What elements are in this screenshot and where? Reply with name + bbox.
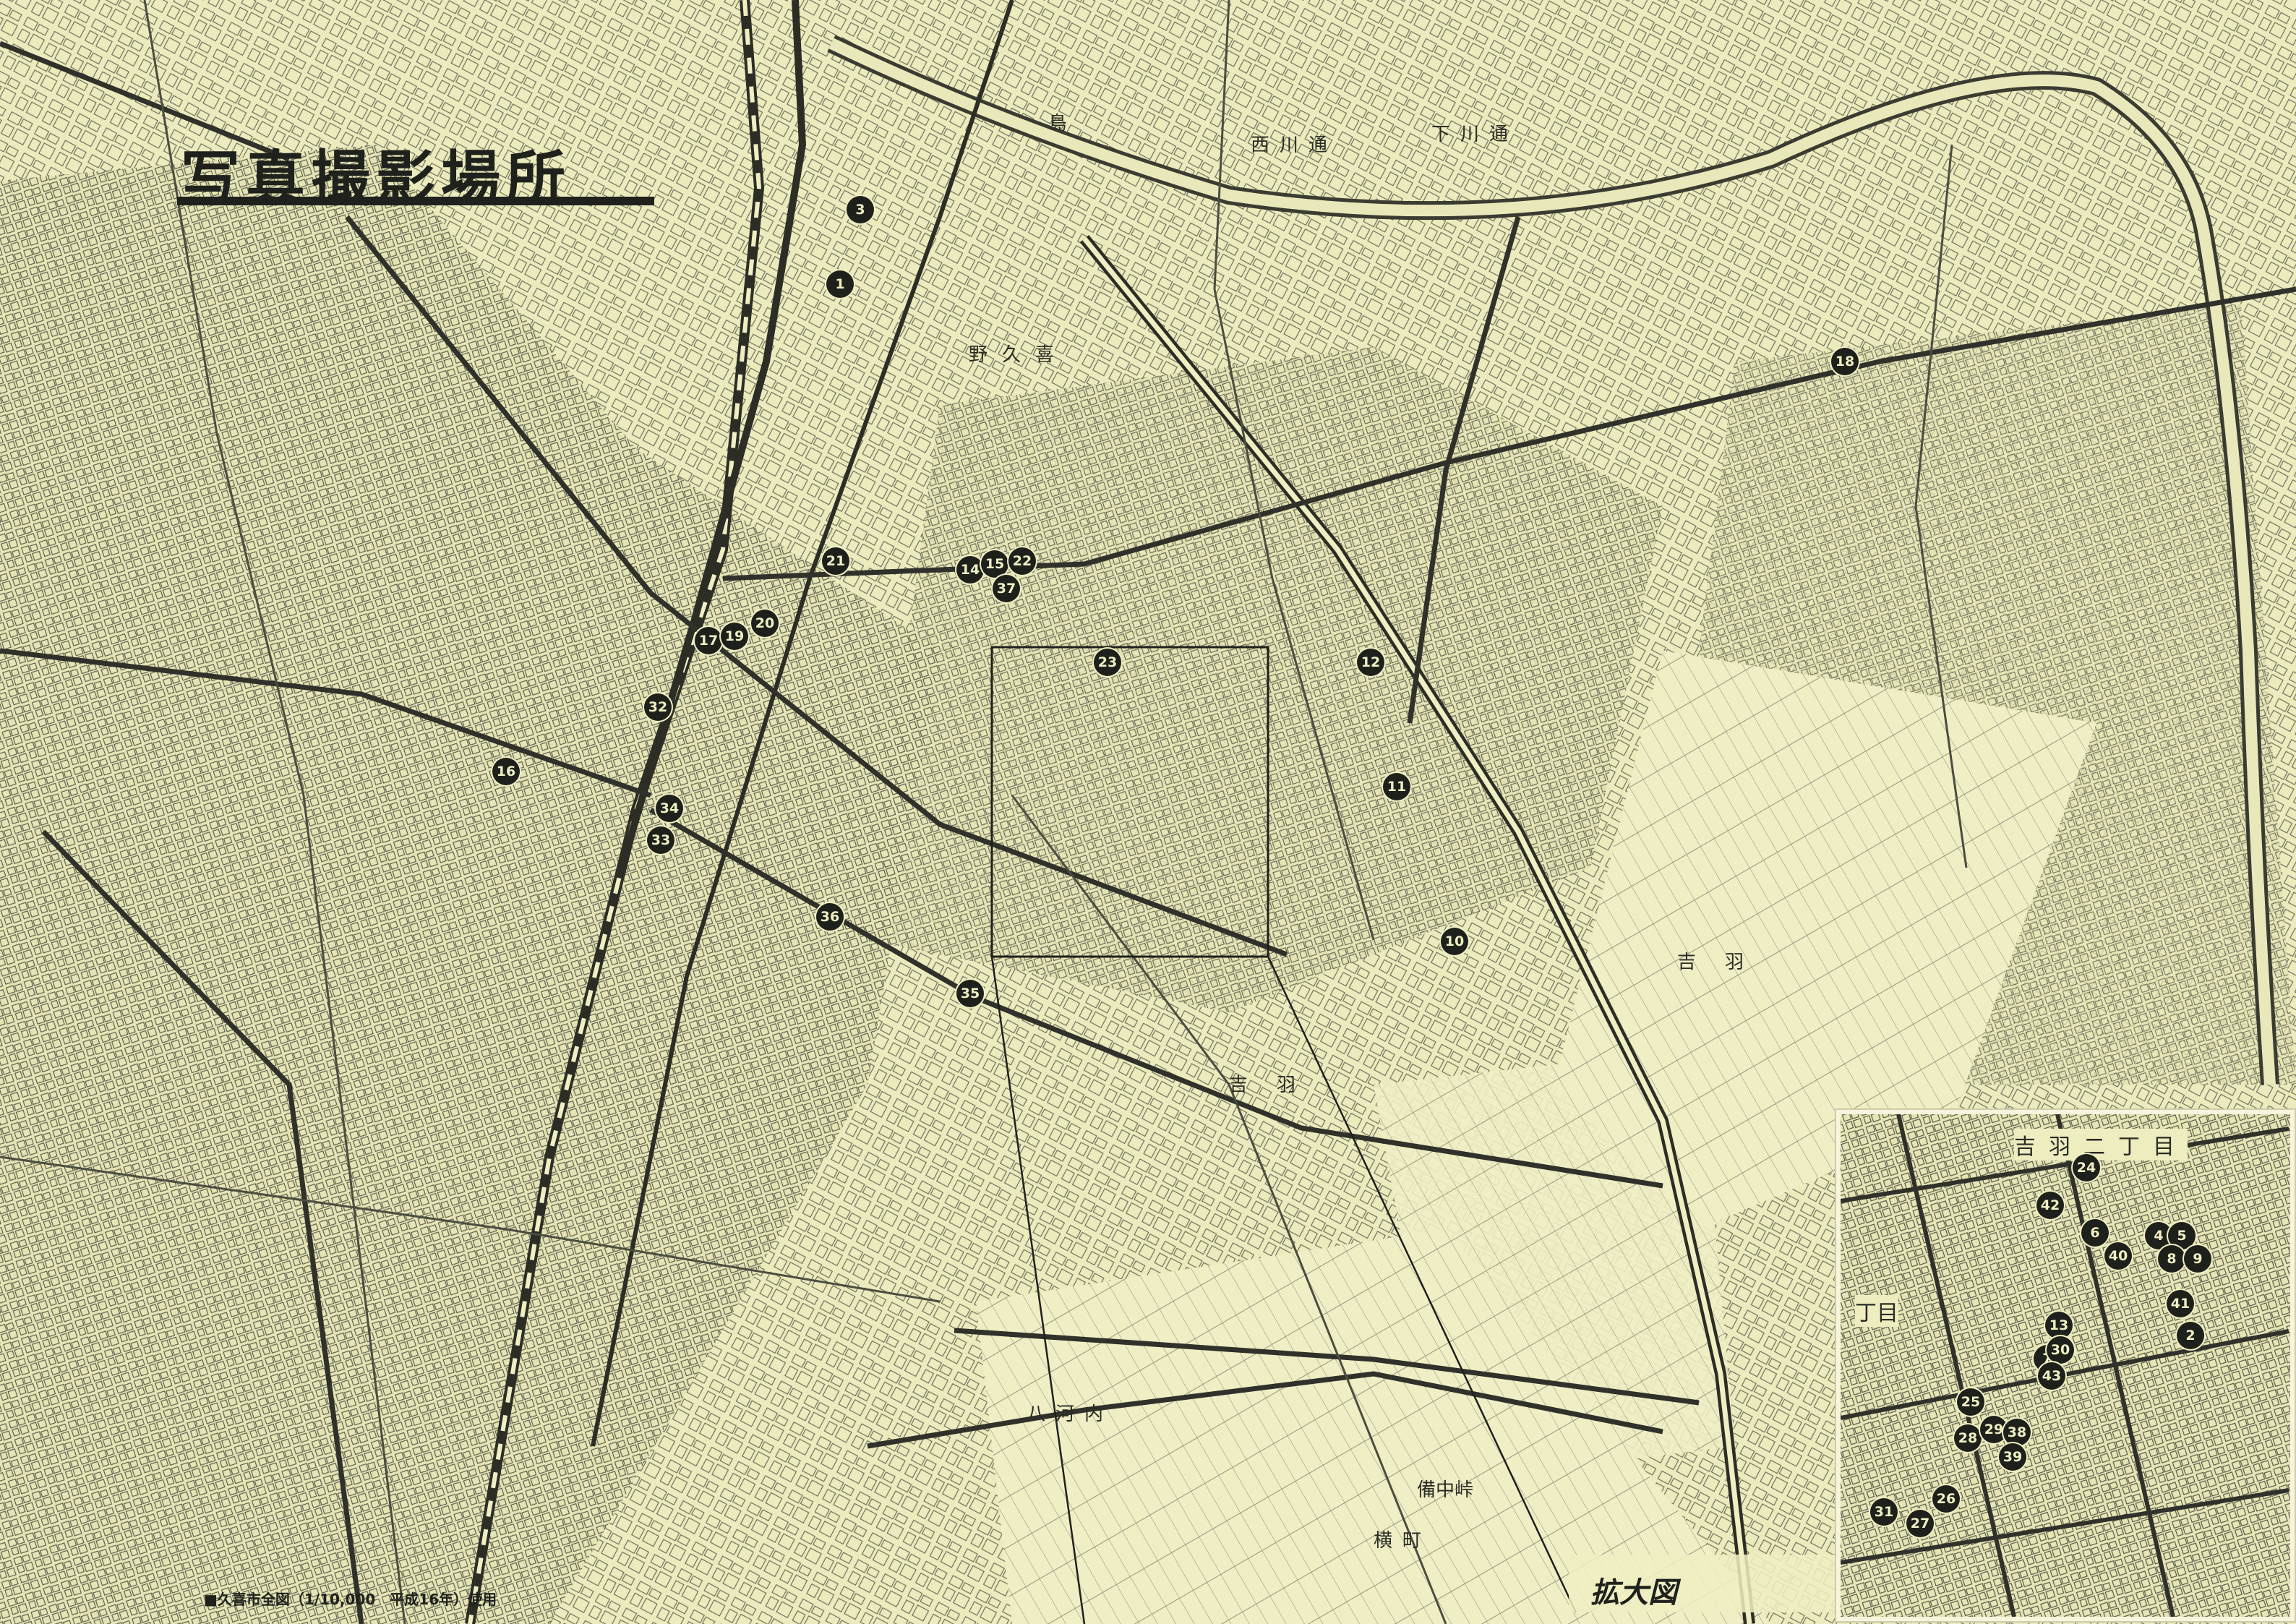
location-marker[interactable]: 32 bbox=[644, 693, 672, 721]
location-marker[interactable]: 6 bbox=[2081, 1219, 2109, 1247]
location-marker[interactable]: 28 bbox=[1954, 1424, 1982, 1452]
location-marker[interactable]: 19 bbox=[721, 623, 748, 650]
location-marker[interactable]: 41 bbox=[2167, 1290, 2194, 1317]
location-marker[interactable]: 12 bbox=[1357, 649, 1384, 676]
location-marker[interactable]: 15 bbox=[981, 550, 1008, 578]
location-marker[interactable]: 26 bbox=[1932, 1485, 1960, 1513]
location-marker[interactable]: 17 bbox=[695, 627, 722, 654]
location-marker[interactable]: 27 bbox=[1906, 1510, 1934, 1537]
location-marker[interactable]: 34 bbox=[656, 795, 683, 822]
title-underline bbox=[177, 197, 654, 205]
location-marker[interactable]: 16 bbox=[492, 758, 520, 785]
location-marker[interactable]: 31 bbox=[1870, 1498, 1898, 1526]
inset-map bbox=[1840, 1114, 2290, 1617]
place-label: 吉羽 bbox=[1677, 952, 1773, 973]
location-marker[interactable]: 22 bbox=[1008, 547, 1036, 575]
place-label: 西川通 bbox=[1251, 134, 1338, 156]
place-label: 八河内 bbox=[1027, 1403, 1114, 1425]
source-note: ■久喜市全図（1/10,000 平成16年）使用 bbox=[204, 1591, 497, 1608]
location-marker[interactable]: 11 bbox=[1383, 773, 1410, 800]
place-label: 吉羽 bbox=[1229, 1074, 1325, 1096]
inset-label: 拡大図 bbox=[1590, 1576, 1677, 1610]
location-marker[interactable]: 29 bbox=[1980, 1416, 2008, 1443]
place-label: 野久喜 bbox=[969, 344, 1069, 366]
location-marker[interactable]: 14 bbox=[956, 556, 984, 584]
location-marker[interactable]: 40 bbox=[2104, 1242, 2132, 1270]
location-marker[interactable]: 1 bbox=[826, 270, 854, 298]
location-marker[interactable]: 10 bbox=[1441, 928, 1468, 955]
location-marker[interactable]: 13 bbox=[2045, 1312, 2073, 1339]
location-marker[interactable]: 43 bbox=[2038, 1362, 2065, 1390]
place-label: 島 bbox=[1048, 113, 1068, 134]
location-marker[interactable]: 4 bbox=[2145, 1222, 2172, 1249]
location-marker[interactable]: 8 bbox=[2158, 1245, 2185, 1273]
location-marker[interactable]: 25 bbox=[1957, 1388, 1984, 1416]
place-label: 横町 bbox=[1374, 1530, 1432, 1552]
location-marker[interactable]: 21 bbox=[822, 547, 849, 575]
location-marker[interactable]: 39 bbox=[1999, 1443, 2026, 1471]
place-label: 下川通 bbox=[1431, 124, 1519, 145]
location-marker[interactable]: 24 bbox=[2073, 1154, 2100, 1181]
location-marker[interactable]: 35 bbox=[956, 980, 984, 1007]
inset-place-label: 丁目 bbox=[1855, 1295, 1898, 1327]
enlargement-inset: 吉羽二丁目 丁目 2 4 5 6 7 8 9 13 24 25 26 27 28… bbox=[1835, 1108, 2296, 1623]
location-marker[interactable]: 9 bbox=[2184, 1245, 2211, 1273]
location-marker[interactable]: 18 bbox=[1831, 348, 1859, 375]
location-marker[interactable]: 36 bbox=[816, 903, 844, 931]
location-marker[interactable]: 42 bbox=[2036, 1192, 2064, 1219]
location-marker[interactable]: 23 bbox=[1094, 649, 1121, 676]
location-marker[interactable]: 20 bbox=[751, 610, 779, 637]
location-marker[interactable]: 33 bbox=[647, 826, 674, 854]
location-marker[interactable]: 2 bbox=[2177, 1322, 2204, 1349]
location-marker[interactable]: 3 bbox=[847, 196, 874, 223]
location-marker[interactable]: 30 bbox=[2047, 1336, 2074, 1364]
location-marker[interactable]: 38 bbox=[2003, 1419, 2031, 1446]
location-marker[interactable]: 5 bbox=[2168, 1222, 2196, 1249]
location-marker[interactable]: 37 bbox=[993, 575, 1020, 602]
inset-place-label: 吉羽二丁目 bbox=[2014, 1129, 2188, 1161]
place-label: 備中峠 bbox=[1417, 1479, 1474, 1501]
